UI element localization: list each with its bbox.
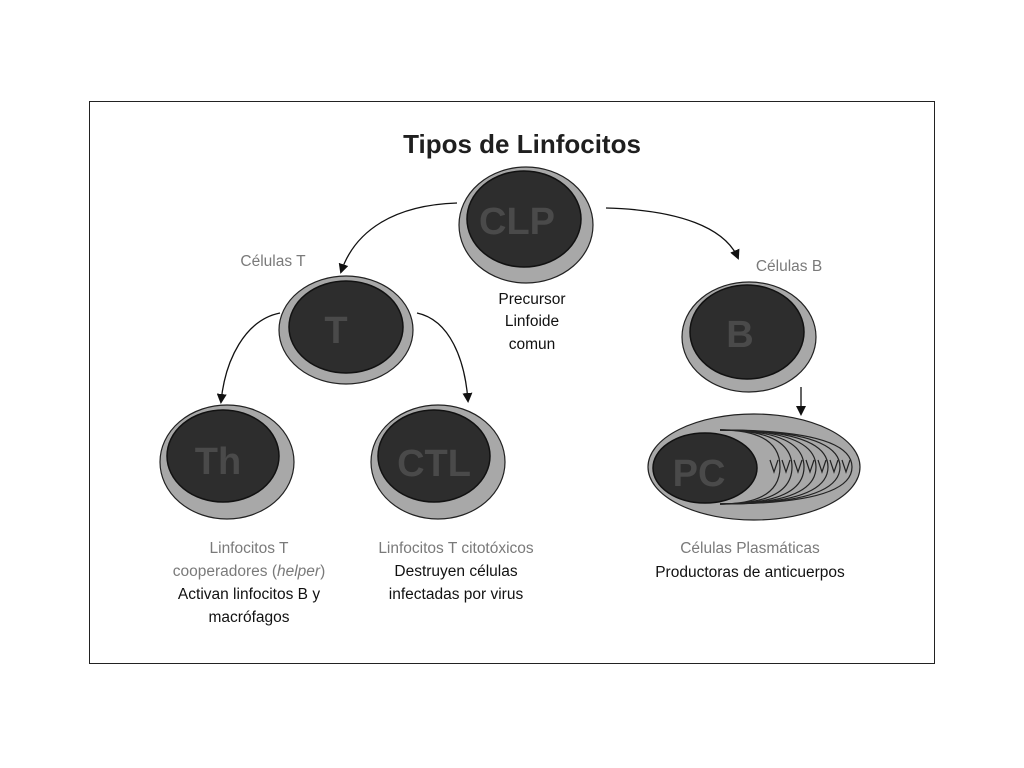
th-label: Th — [195, 441, 241, 483]
arrow-clp-to-b — [605, 207, 740, 260]
clp-caption-line3: comun — [509, 336, 556, 353]
th-caption-line3: Activan linfocitos B y — [178, 586, 320, 603]
th-caption-line1: Linfocitos T — [210, 540, 290, 557]
clp-label: CLP — [479, 201, 555, 243]
th-caption-line2: cooperadores (helper) — [173, 563, 326, 580]
branch-label-t: Células T — [240, 253, 306, 270]
pc-label: PC — [673, 453, 726, 495]
pc-caption-line2: Productoras de anticuerpos — [655, 564, 845, 581]
t-cell: T — [278, 275, 414, 385]
clp-cell: CLP — [458, 166, 594, 284]
plasma-cell: PC — [647, 413, 861, 521]
ctl-label: CTL — [397, 443, 471, 485]
clp-caption-line1: Precursor — [498, 291, 565, 308]
ctl-caption-line3: infectadas por virus — [389, 586, 524, 603]
th-caption-line4: macrófagos — [209, 609, 290, 626]
diagram-frame — [89, 101, 935, 664]
ctl-caption-line1: Linfocitos T citotóxicos — [378, 540, 534, 557]
b-label: B — [726, 314, 753, 356]
arrow-t-to-ctl — [416, 312, 473, 403]
diagram-title: Tipos de Linfocitos — [403, 129, 641, 159]
er-lamellae — [719, 429, 853, 505]
th-cell: Th — [159, 404, 295, 520]
arrow-t-to-th — [216, 312, 281, 404]
clp-caption-line2: Linfoide — [505, 313, 559, 330]
ctl-caption-line2: Destruyen células — [394, 563, 517, 580]
pc-caption-line1: Células Plasmáticas — [680, 540, 820, 557]
antibody-marks — [769, 459, 851, 474]
b-cell: B — [681, 281, 817, 393]
t-label: T — [324, 310, 347, 352]
arrow-clp-to-t — [338, 202, 458, 274]
ctl-cell: CTL — [370, 404, 506, 520]
branch-label-b: Células B — [756, 258, 822, 275]
